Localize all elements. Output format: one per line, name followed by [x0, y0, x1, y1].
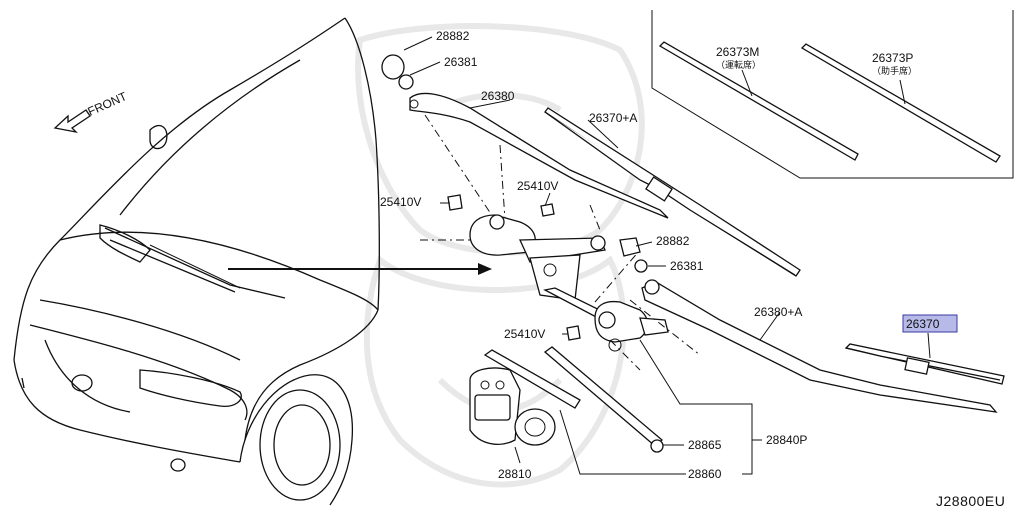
label-25410v-left: 25410V: [380, 195, 421, 209]
linkage-assembly: [420, 114, 701, 453]
car-body: [13, 17, 380, 506]
label-26373p-sub: （助手席）: [872, 65, 917, 76]
leader-lines: [403, 36, 931, 475]
label-25410v-mid: 25410V: [517, 179, 558, 193]
label-26380a: 26380+A: [754, 305, 802, 319]
label-26370a: 26370+A: [589, 111, 637, 125]
arm-26380a: [619, 237, 998, 413]
label-26373m-sub: （運転席）: [716, 59, 761, 70]
label-28860: 28860: [688, 467, 722, 481]
highlight-26370: [902, 314, 958, 333]
label-28882-mid: 28882: [656, 234, 690, 248]
label-26381-top: 26381: [444, 55, 478, 69]
label-28882-top: 28882: [436, 29, 470, 43]
arm-26380: [381, 54, 669, 219]
label-28840p: 28840P: [766, 433, 807, 447]
diagram-code: J28800EU: [936, 493, 1005, 509]
label-26370: 26370: [906, 317, 940, 331]
part-labels: 28882 26381 26380 26370+A 26373M （運転席） 2…: [380, 29, 1005, 509]
label-26373m: 26373M: [716, 45, 759, 59]
label-26381-mid: 26381: [670, 259, 704, 273]
location-arrow: [228, 263, 492, 275]
label-28810: 28810: [498, 467, 532, 481]
label-26380: 26380: [481, 89, 515, 103]
label-26373p: 26373P: [872, 51, 913, 65]
refill-inset-box: [651, 10, 1014, 179]
blade-26370: [844, 343, 1005, 385]
front-indicator: FRONT: [53, 89, 130, 134]
blade-26370a: [544, 107, 801, 277]
label-28865: 28865: [688, 438, 722, 452]
label-25410v-low: 25410V: [504, 327, 545, 341]
front-label: FRONT: [86, 89, 130, 119]
